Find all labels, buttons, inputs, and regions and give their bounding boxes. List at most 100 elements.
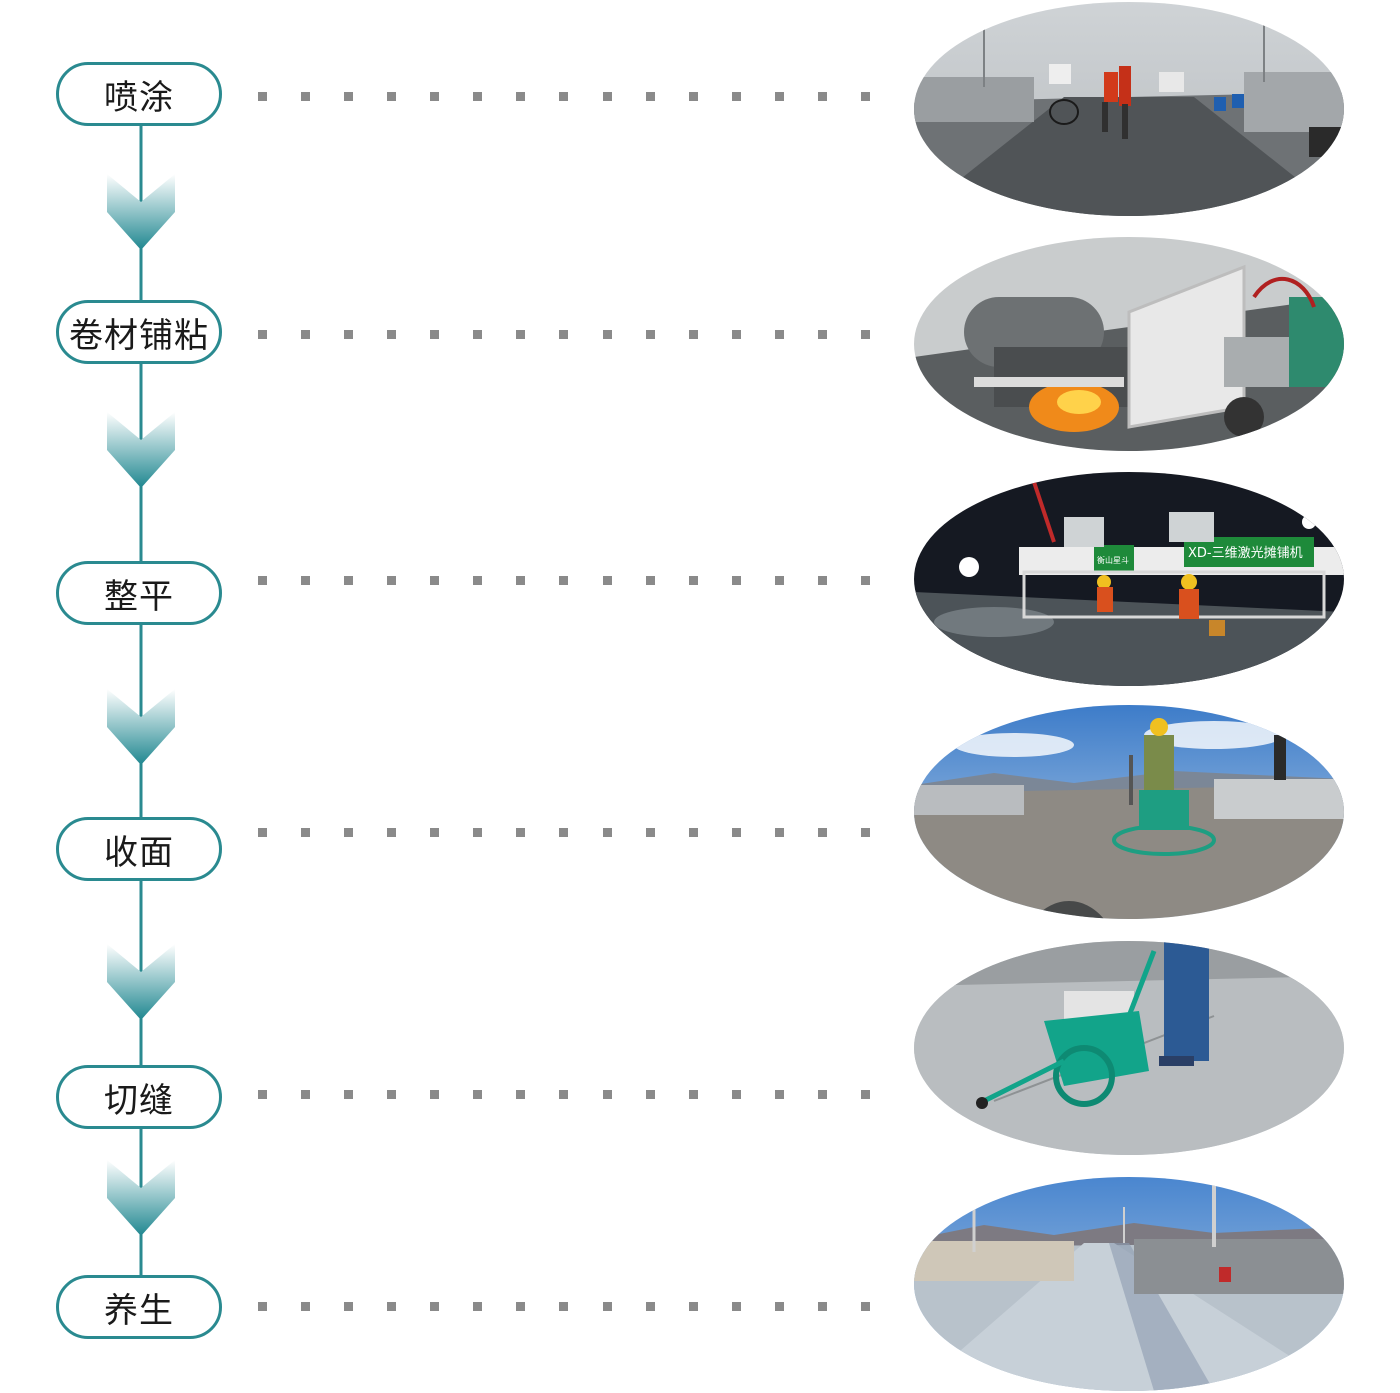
leader-dot	[817, 330, 827, 339]
leader-dot	[301, 92, 311, 101]
leader-dot	[344, 1090, 354, 1099]
leader-dot	[774, 330, 784, 339]
bridge-deck-spray-coating-photo	[914, 2, 1344, 216]
step-box-leveling: 整平	[56, 561, 222, 625]
leader-dot	[602, 1302, 612, 1311]
leader-dot	[387, 330, 397, 339]
step-label: 整平	[104, 576, 174, 617]
leader-dot	[258, 828, 267, 837]
leader-dot	[688, 1302, 698, 1311]
laser-screed-leveling-night-photo: XD-三维激光摊铺机 衡山星斗	[914, 472, 1344, 686]
dotted-leader	[258, 576, 870, 585]
cured-bridge-deck-panorama-photo	[914, 1177, 1344, 1391]
leader-dot	[645, 330, 655, 339]
leader-dot	[344, 92, 354, 101]
leader-dot	[516, 92, 526, 101]
step-box-curing: 养生	[56, 1275, 222, 1339]
leader-dot	[430, 576, 440, 585]
leader-dot	[516, 576, 526, 585]
leader-dot	[258, 92, 267, 101]
power-trowel-finishing-photo	[914, 705, 1344, 919]
chevron-down-icon	[107, 412, 175, 488]
chevron-down-icon	[107, 174, 175, 250]
leader-dot	[516, 1090, 526, 1099]
leader-dot	[645, 1302, 655, 1311]
leader-dot	[731, 330, 741, 339]
leader-dot	[731, 1090, 741, 1099]
chevron-down-icon	[107, 689, 175, 765]
step-box-cutting: 切缝	[56, 1065, 222, 1129]
leader-dot	[301, 1302, 311, 1311]
leader-dot	[430, 828, 440, 837]
leader-dot	[344, 828, 354, 837]
dotted-leader	[258, 828, 870, 837]
banner-text: XD-三维激光摊铺机	[1188, 546, 1303, 561]
leader-dot	[387, 1090, 397, 1099]
leader-dot	[688, 330, 698, 339]
leader-dot	[817, 92, 827, 101]
leader-dot	[344, 576, 354, 585]
leader-dot	[602, 92, 612, 101]
dotted-leader	[258, 330, 870, 339]
step-box-spray: 喷涂	[56, 62, 222, 126]
leader-dot	[817, 576, 827, 585]
leader-dot	[688, 828, 698, 837]
leader-dot	[344, 330, 354, 339]
leader-dot	[258, 330, 267, 339]
banner-text: 衡山星斗	[1097, 555, 1129, 565]
leader-dot	[301, 576, 311, 585]
leader-dot	[301, 828, 311, 837]
step-label: 卷材铺粘	[69, 315, 209, 356]
leader-dot	[473, 828, 483, 837]
leader-dot	[258, 1302, 267, 1311]
leader-dot	[860, 92, 870, 101]
leader-dot	[430, 1090, 440, 1099]
leader-dot	[645, 576, 655, 585]
leader-dot	[860, 576, 870, 585]
leader-dot	[774, 828, 784, 837]
leader-dot	[387, 92, 397, 101]
leader-dot	[387, 828, 397, 837]
leader-dot	[645, 92, 655, 101]
leader-dot	[774, 576, 784, 585]
membrane-roller-torch-laying-photo	[914, 237, 1344, 451]
leader-dot	[602, 1090, 612, 1099]
chevron-down-icon	[107, 1160, 175, 1236]
leader-dot	[602, 828, 612, 837]
leader-dot	[817, 1090, 827, 1099]
leader-dot	[774, 92, 784, 101]
leader-dot	[688, 576, 698, 585]
leader-dot	[860, 1302, 870, 1311]
leader-dot	[516, 1302, 526, 1311]
leader-dot	[387, 576, 397, 585]
step-label: 喷涂	[104, 77, 174, 118]
leader-dot	[301, 1090, 311, 1099]
leader-dot	[645, 828, 655, 837]
leader-dot	[559, 92, 569, 101]
leader-dot	[731, 1302, 741, 1311]
leader-dot	[688, 92, 698, 101]
leader-dot	[473, 330, 483, 339]
dotted-leader	[258, 92, 870, 101]
leader-dot	[731, 828, 741, 837]
leader-dot	[559, 576, 569, 585]
dotted-leader	[258, 1302, 870, 1311]
leader-dot	[430, 92, 440, 101]
leader-dot	[473, 576, 483, 585]
leader-dot	[559, 1302, 569, 1311]
leader-dot	[258, 1090, 267, 1099]
leader-dot	[731, 576, 741, 585]
leader-dot	[473, 1090, 483, 1099]
leader-dot	[645, 1090, 655, 1099]
leader-dot	[602, 576, 612, 585]
leader-dot	[817, 828, 827, 837]
leader-dot	[860, 828, 870, 837]
leader-dot	[301, 330, 311, 339]
leader-dot	[559, 1090, 569, 1099]
dotted-leader	[258, 1090, 870, 1099]
leader-dot	[774, 1090, 784, 1099]
leader-dot	[387, 1302, 397, 1311]
leader-dot	[430, 1302, 440, 1311]
leader-dot	[559, 828, 569, 837]
step-label: 养生	[104, 1290, 174, 1331]
